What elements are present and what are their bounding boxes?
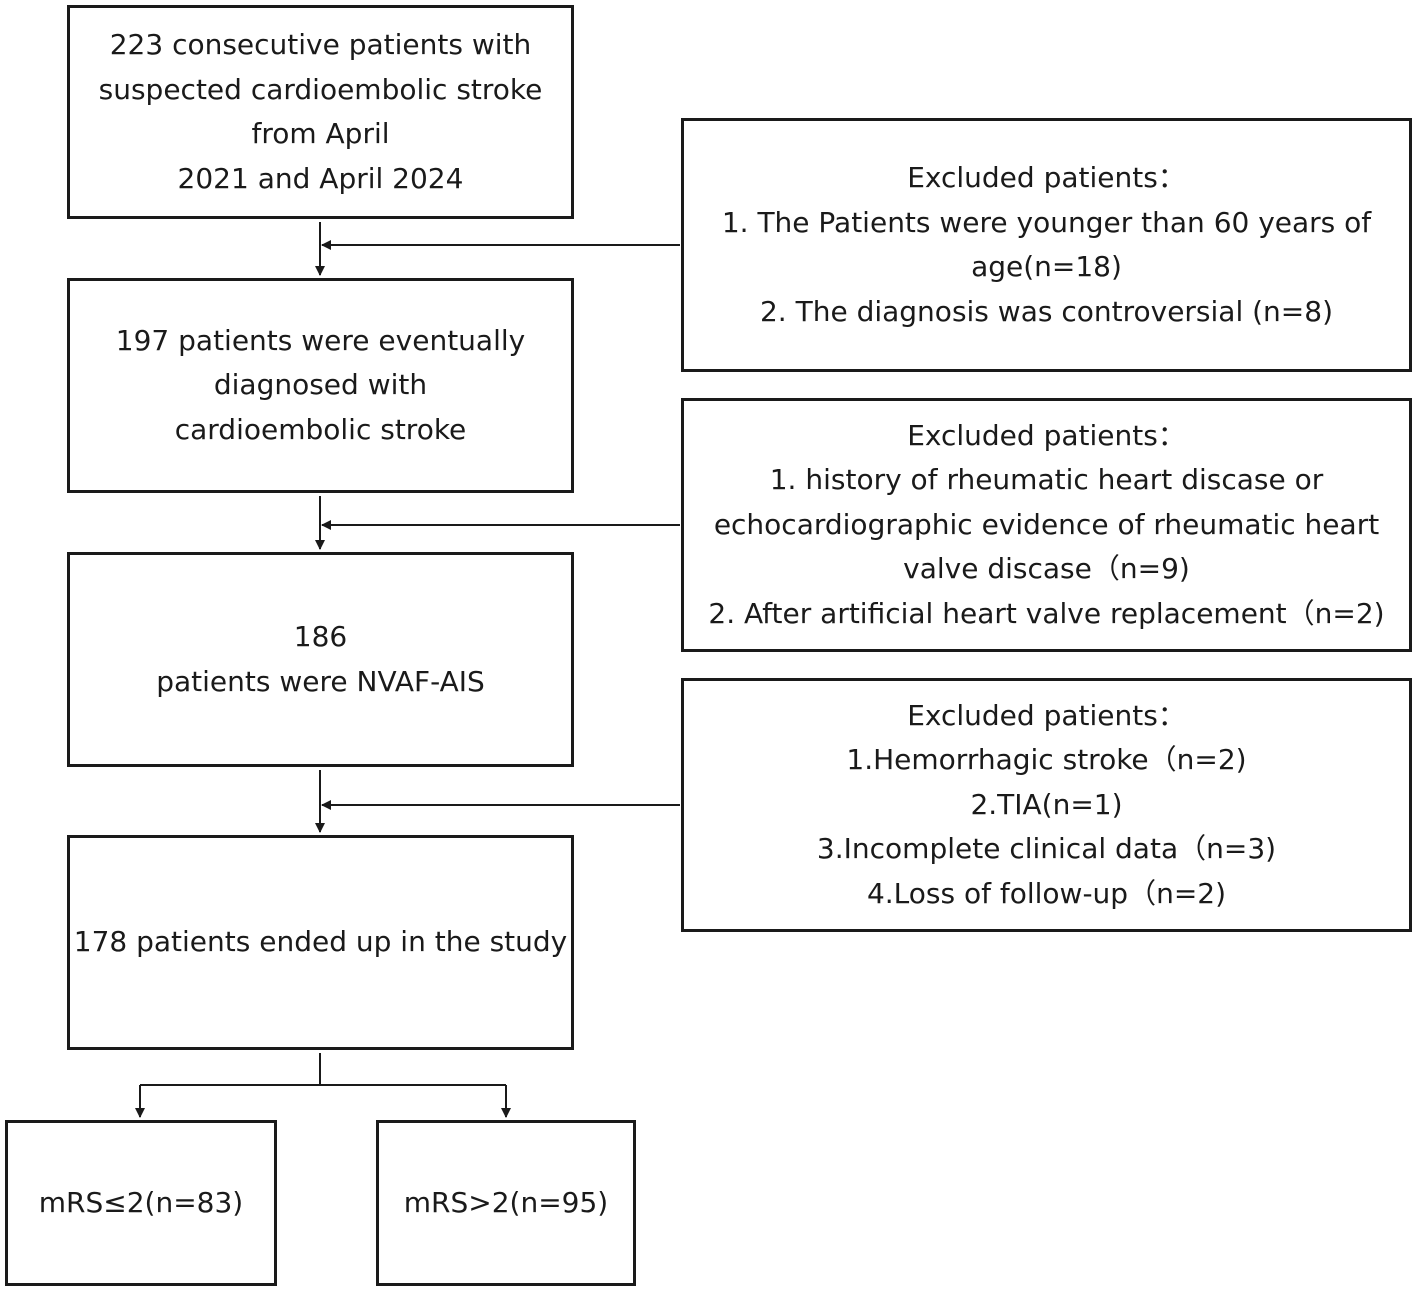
- step-line: from April: [251, 117, 390, 150]
- step-line: 2021 and April 2024: [177, 161, 464, 195]
- step-line: 197 patients were eventually: [115, 323, 526, 357]
- exclusion-line: 1. history of rheumatic heart discase or: [769, 463, 1324, 497]
- exclusion-line: echocardiographic evidence of rheumatic …: [713, 507, 1380, 541]
- step-line: cardioembolic stroke: [174, 412, 467, 446]
- step-line: patients were NVAF-AIS: [156, 664, 485, 698]
- outcome-label: mRS≤2(n=83): [38, 1185, 244, 1219]
- outcome-box-mrs-high: mRS>2(n=95): [376, 1120, 636, 1286]
- step-box-final-study: 178 patients ended up in the study: [67, 835, 574, 1050]
- step-box-nvaf-ais: 186 patients were NVAF-AIS: [67, 552, 574, 767]
- step-line: 186: [293, 620, 348, 653]
- outcome-label: mRS>2(n=95): [403, 1185, 609, 1219]
- exclusion-heading: Excluded patients：: [907, 161, 1186, 194]
- exclusion-line: valve discase（n=9): [903, 552, 1190, 586]
- exclusion-heading: Excluded patients：: [907, 418, 1186, 452]
- exclusion-line: 2.TIA(n=1): [970, 787, 1123, 821]
- exclusion-box-3: Excluded patients： 1.Hemorrhagic stroke（…: [681, 678, 1412, 932]
- outcome-box-mrs-low: mRS≤2(n=83): [5, 1120, 277, 1286]
- step-line: diagnosed with: [213, 368, 428, 402]
- exclusion-box-1: Excluded patients： 1. The Patients were …: [681, 118, 1412, 372]
- exclusion-line: 2. After artificial heart valve replacem…: [708, 596, 1385, 630]
- step-line: suspected cardioembolic stroke: [98, 72, 543, 106]
- exclusion-line: 1. The Patients were younger than 60 yea…: [721, 205, 1372, 284]
- step-box-diagnosed: 197 patients were eventually diagnosed w…: [67, 278, 574, 493]
- exclusion-line: 4.Loss of follow-up（n=2): [866, 876, 1227, 910]
- step-line: 178 patients ended up in the study: [73, 925, 568, 959]
- exclusion-box-2: Excluded patients： 1. history of rheumat…: [681, 398, 1412, 652]
- step-line: 223 consecutive patients with: [109, 28, 532, 61]
- exclusion-line: 3.Incomplete clinical data（n=3): [816, 832, 1277, 866]
- exclusion-line: 2. The diagnosis was controversial (n=8): [759, 294, 1333, 328]
- exclusion-heading: Excluded patients：: [907, 698, 1186, 732]
- step-box-initial-cohort: 223 consecutive patients with suspected …: [67, 5, 574, 219]
- exclusion-line: 1.Hemorrhagic stroke（n=2): [846, 743, 1247, 777]
